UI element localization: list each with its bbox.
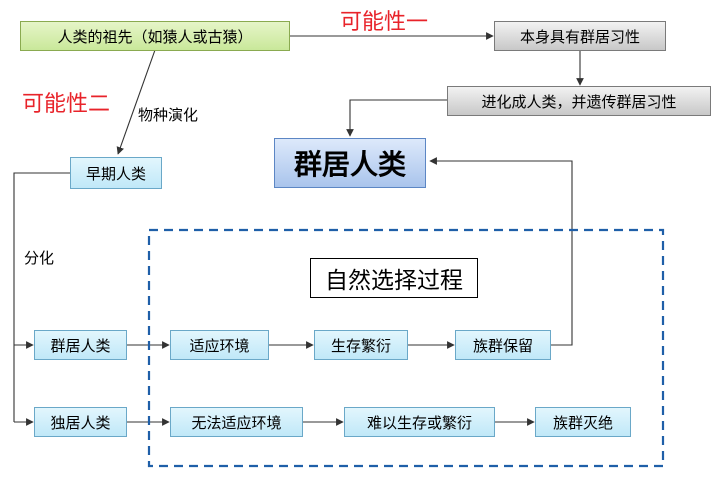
- arrow-to-main: [346, 99, 447, 137]
- node-evolve-inherit: 进化成人类，并遗传群居习性: [447, 86, 711, 116]
- arrow-species-evolution: [116, 49, 156, 155]
- possibility-two-label: 可能性二: [22, 92, 111, 117]
- node-gregarious-humans: 群居人类: [34, 330, 127, 360]
- node-solitary-humans: 独居人类: [34, 407, 127, 437]
- natural-selection-title: 自然选择过程: [310, 258, 478, 298]
- node-cannot-adapt: 无法适应环境: [170, 407, 303, 437]
- node-gregarious-humans-main: 群居人类: [274, 138, 426, 188]
- node-ancestor: 人类的祖先（如猿人或古猿）: [20, 21, 290, 51]
- natural-selection-region: [147, 228, 665, 468]
- node-survive-reproduce: 生存繁衍: [314, 330, 408, 360]
- node-group-preserved: 族群保留: [455, 330, 551, 360]
- node-gregarious-trait: 本身具有群居习性: [494, 21, 666, 51]
- node-hard-survive: 难以生存或繁衍: [344, 407, 495, 437]
- node-adapt-env: 适应环境: [170, 330, 269, 360]
- node-group-extinct: 族群灭绝: [535, 407, 631, 437]
- differentiation-line: [13, 172, 70, 422]
- arrow-loop-back: [429, 157, 573, 346]
- possibility-one-label: 可能性一: [340, 10, 429, 35]
- species-evolution-label: 物种演化: [138, 106, 199, 124]
- node-early-humans: 早期人类: [70, 157, 162, 189]
- differentiation-label: 分化: [24, 249, 55, 267]
